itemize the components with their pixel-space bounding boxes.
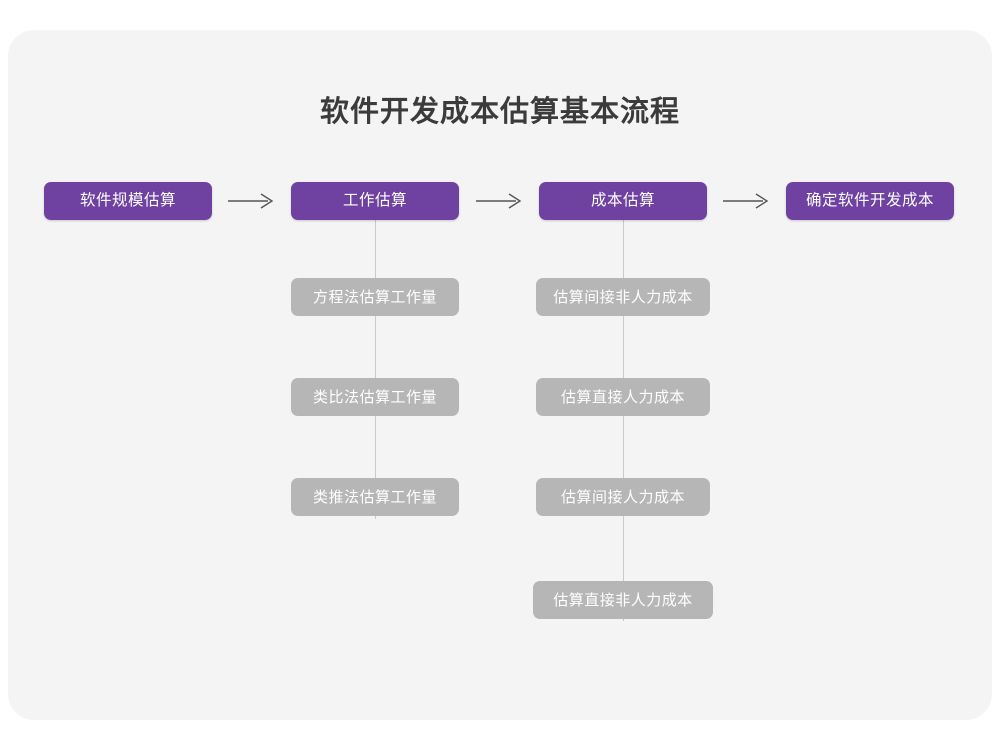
branch-node-analogy-method-effort[interactable]: 类比法估算工作量 [291,378,459,416]
branch-node-direct-nonlabor-cost[interactable]: 估算直接非人力成本 [533,581,713,619]
connector-line-column-3 [623,219,624,621]
connector-line-column-2 [375,219,376,519]
branch-node-direct-labor-cost[interactable]: 估算直接人力成本 [536,378,710,416]
diagram-card-background [8,30,992,720]
branch-node-equation-method-effort[interactable]: 方程法估算工作量 [291,278,459,316]
flow-step-software-scale-estimation[interactable]: 软件规模估算 [44,182,212,220]
arrow-right-icon-2 [476,193,522,209]
flow-step-determine-development-cost[interactable]: 确定软件开发成本 [786,182,954,220]
branch-node-inference-method-effort[interactable]: 类推法估算工作量 [291,478,459,516]
branch-node-indirect-nonlabor-cost[interactable]: 估算间接非人力成本 [536,278,710,316]
flow-step-work-estimation[interactable]: 工作估算 [291,182,459,220]
arrow-right-icon-1 [228,193,274,209]
page-title: 软件开发成本估算基本流程 [319,96,680,128]
flow-step-cost-estimation[interactable]: 成本估算 [539,182,707,220]
branch-node-indirect-labor-cost[interactable]: 估算间接人力成本 [536,478,710,516]
arrow-right-icon-3 [723,193,769,209]
